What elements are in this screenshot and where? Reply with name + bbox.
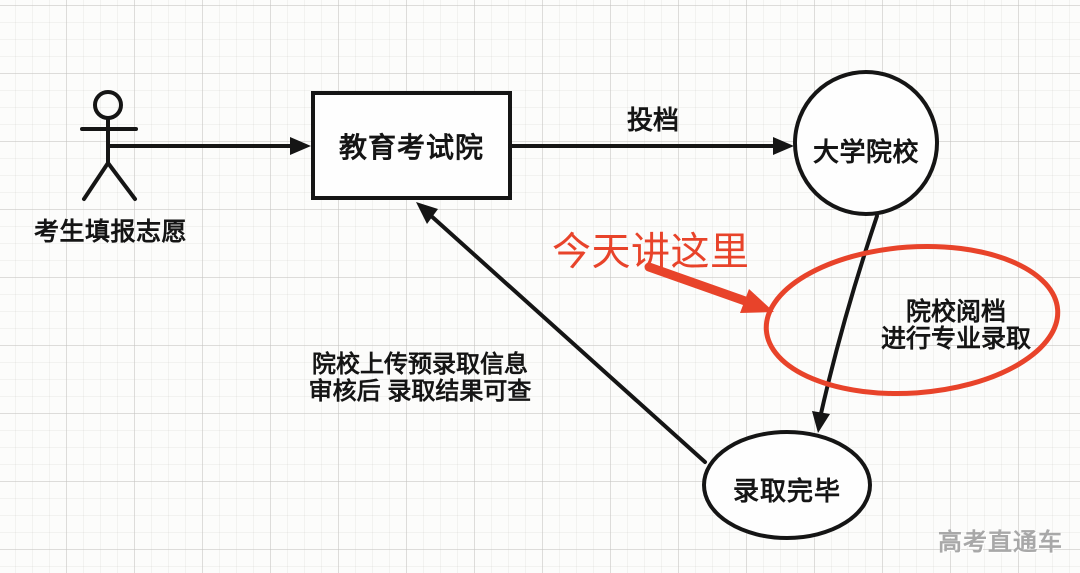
arrow-actor-to-office	[108, 137, 311, 155]
red-annotation-arrow-icon	[644, 262, 774, 313]
arrow-admission-to-office	[416, 202, 707, 464]
red-annotation-note: 今天讲这里	[552, 231, 750, 274]
admission-complete-ellipse	[702, 430, 872, 540]
arrow-office-to-university	[508, 137, 794, 155]
watermark-text: 高考直通车	[938, 529, 1063, 556]
toudang-edge-label: 投档	[626, 105, 679, 135]
highlight-line-1: 院校阅档	[905, 298, 1006, 326]
exam-office-label: 教育考试院	[338, 131, 484, 163]
arrow-university-to-admission	[812, 214, 879, 433]
upload-line-2: 审核后 录取结果可查	[308, 378, 532, 405]
university-label: 大学院校	[812, 137, 919, 167]
person-head	[93, 90, 123, 120]
highlight-ellipse-label: 院校阅档 进行专业录取	[866, 299, 1046, 353]
person-icon	[80, 90, 138, 201]
arrowhead-upleft-icon	[416, 202, 438, 224]
highlight-ellipse	[763, 243, 1061, 397]
university-circle	[793, 70, 939, 216]
exam-office-box	[311, 91, 512, 200]
actor-label: 考生填报志愿	[34, 218, 188, 246]
upload-edge-label: 院校上传预录取信息 审核后 录取结果可查	[300, 351, 540, 405]
admission-complete-label: 录取完毕	[732, 476, 841, 506]
arrowhead-right-icon	[290, 137, 311, 155]
arrowhead-right-icon	[773, 137, 794, 155]
arrowhead-down-icon	[812, 411, 830, 433]
highlight-line-2: 进行专业录取	[880, 325, 1031, 353]
person-legs	[82, 161, 137, 201]
upload-line-1: 院校上传预录取信息	[312, 351, 528, 378]
